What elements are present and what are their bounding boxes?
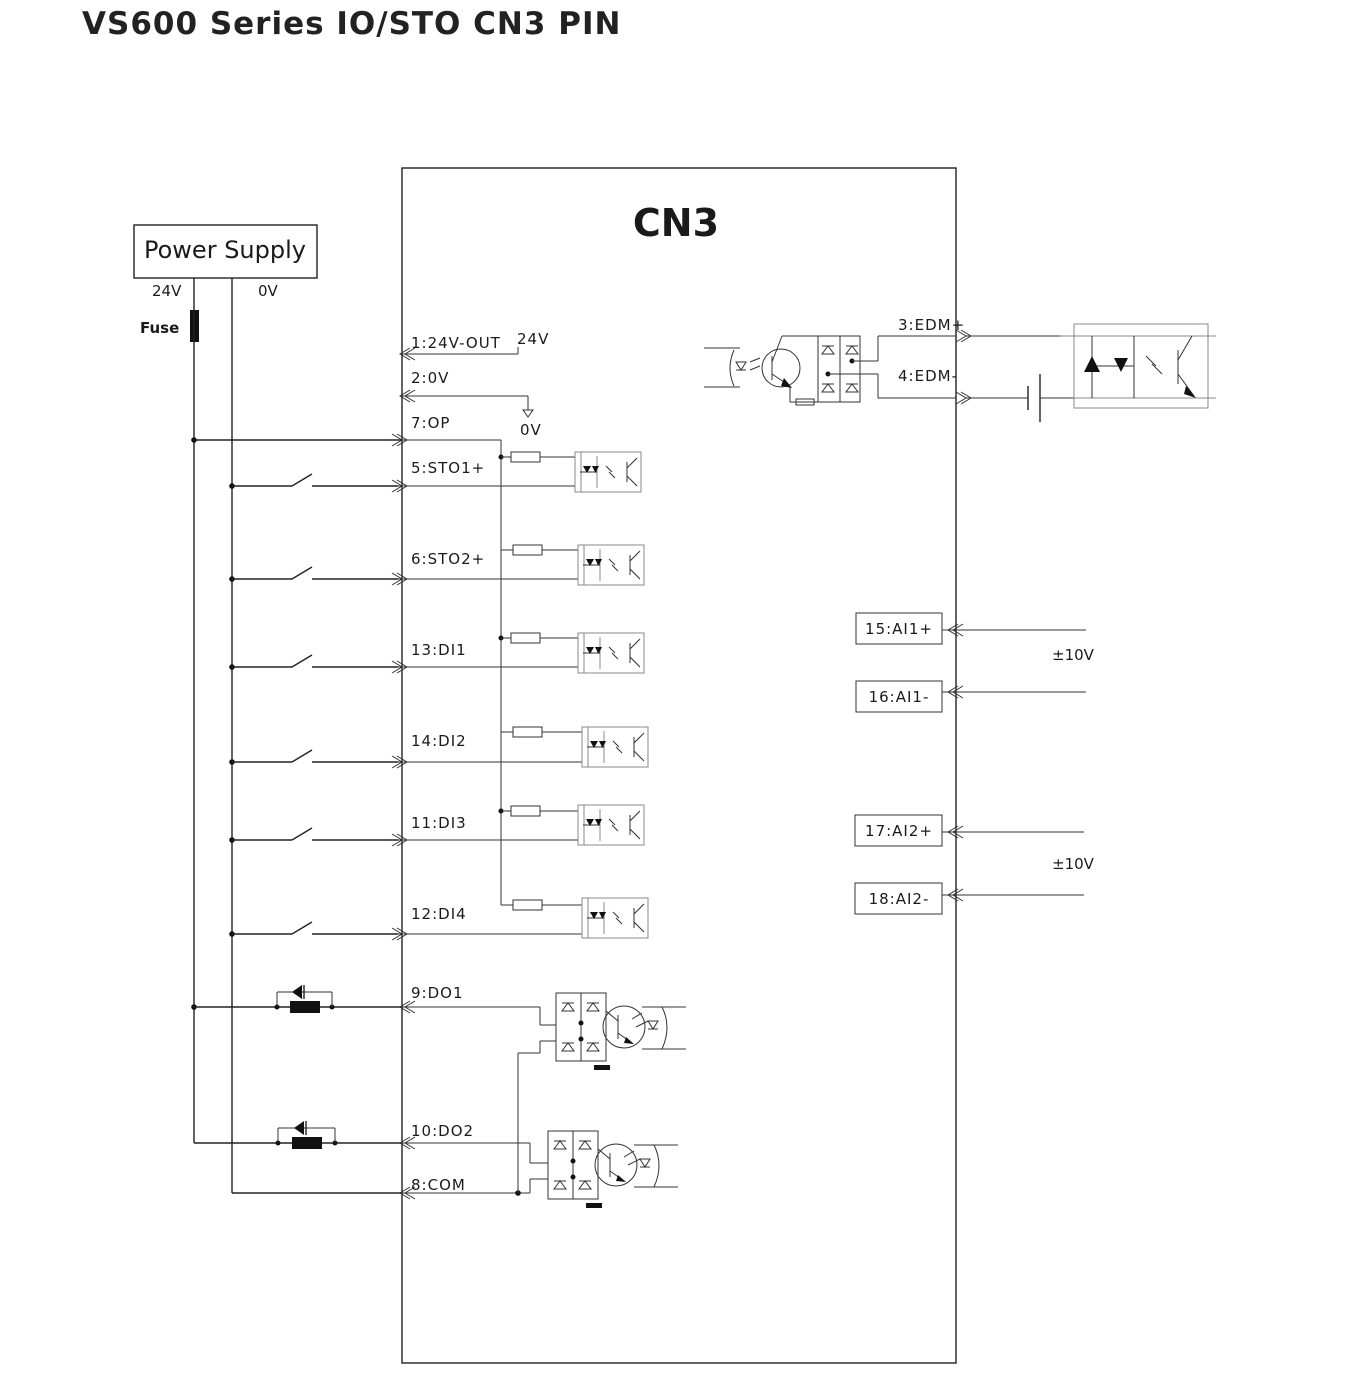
channel-di1: 13:DI1 [229, 632, 645, 674]
optocoupler-icon [574, 451, 642, 493]
edm-output: 3:EDM+ 4:EDM- [704, 316, 1216, 422]
relay-coil-icon [292, 1137, 322, 1149]
channel-sto1: 5:STO1+ [229, 451, 642, 493]
channel-di3: 11:DI3 [229, 804, 645, 847]
resistor-icon [510, 805, 541, 817]
pin-18-label: 18:AI2- [869, 890, 930, 908]
supply-0v-label: 0V [258, 282, 279, 300]
pin-9-label: 9:DO1 [411, 984, 464, 1002]
pin-3-label: 3:EDM+ [898, 316, 965, 334]
pin-2-label: 2:0V [411, 369, 449, 387]
pin-1-label: 1:24V-OUT [411, 334, 501, 352]
ai2-plus-box [854, 814, 943, 847]
resistor-icon [512, 899, 543, 911]
analog-input-1: 15:AI1+ 16:AI1- ±10V [855, 612, 1095, 713]
channel-com: 8:COM [232, 1053, 530, 1200]
analog-input-2: 17:AI2+ 18:AI2- ±10V [854, 814, 1095, 915]
pin-4-label: 4:EDM- [898, 367, 958, 385]
resistor-icon [510, 451, 541, 463]
resistor-icon [512, 726, 543, 738]
channel-do2: 10:DO2 [194, 1121, 679, 1209]
pin-13-label: 13:DI1 [411, 641, 467, 659]
page-title: VS600 Series IO/STO CN3 PIN [82, 6, 622, 42]
pin-15-label: 15:AI1+ [865, 620, 933, 638]
flyback-diode-icon [294, 1121, 304, 1135]
pin-7-label: 7:OP [411, 414, 450, 432]
external-optocoupler-icon [1073, 323, 1209, 409]
pin-5-label: 5:STO1+ [411, 459, 485, 477]
pin-1-voltage: 24V [517, 330, 549, 348]
pin-10-label: 10:DO2 [411, 1122, 474, 1140]
pin-14-label: 14:DI2 [411, 732, 467, 750]
channel-do1: 9:DO1 [191, 984, 687, 1071]
optocoupler-icon [577, 804, 645, 846]
flyback-diode-icon [292, 985, 302, 999]
ai2-minus-box [854, 882, 943, 915]
ai1-range-label: ±10V [1052, 646, 1095, 664]
resistor-icon [512, 544, 543, 556]
power-supply-box [133, 224, 318, 279]
optocoupler-icon [581, 726, 649, 768]
resistor-icon [510, 632, 541, 644]
optocoupler-icon [581, 897, 649, 939]
relay-coil-icon [290, 1001, 320, 1013]
ground-icon [522, 409, 534, 418]
output-optocoupler-icon [555, 992, 687, 1071]
pin-8-label: 8:COM [411, 1176, 466, 1194]
pin-6-label: 6:STO2+ [411, 550, 485, 568]
supply-24v-label: 24V [152, 282, 182, 300]
ai1-minus-box [855, 680, 943, 713]
power-supply-label: Power Supply [144, 236, 306, 264]
pin-12-label: 12:DI4 [411, 905, 467, 923]
pin-16-label: 16:AI1- [869, 688, 930, 706]
pin-2-voltage: 0V [520, 421, 542, 439]
optocoupler-icon [577, 544, 645, 586]
channel-di4: 12:DI4 [229, 897, 649, 941]
ai1-plus-box [855, 612, 943, 645]
channel-sto2: 6:STO2+ [229, 544, 645, 586]
pin-11-label: 11:DI3 [411, 814, 467, 832]
pin-17-label: 17:AI2+ [865, 822, 933, 840]
ai2-range-label: ±10V [1052, 855, 1095, 873]
optocoupler-icon [577, 632, 645, 674]
connector-title: CN3 [633, 201, 719, 245]
fuse-label: Fuse [140, 319, 179, 337]
channel-di2: 14:DI2 [229, 726, 649, 769]
output-optocoupler-icon [547, 1130, 679, 1209]
